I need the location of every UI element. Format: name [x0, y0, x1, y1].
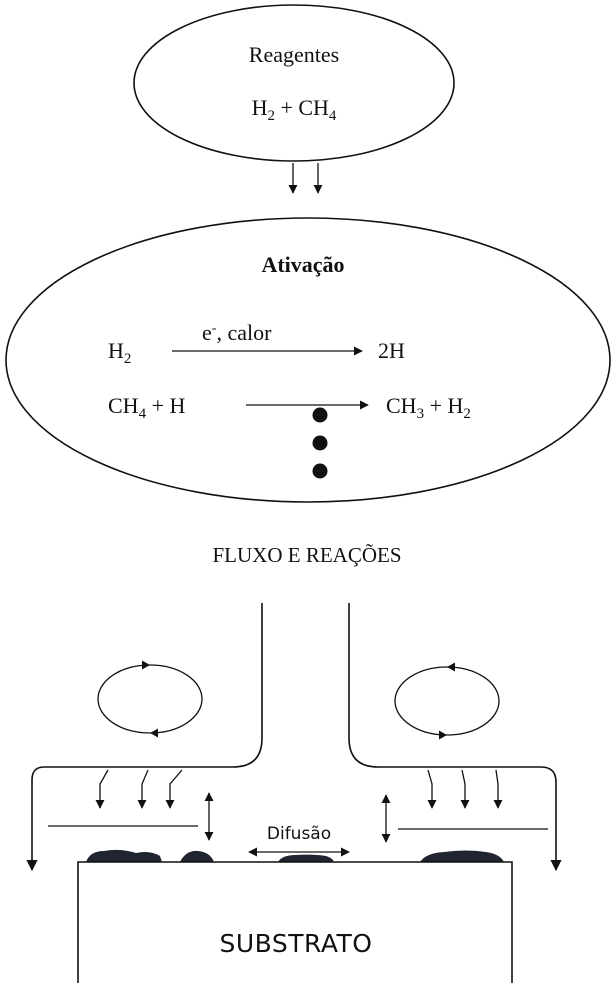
- inlet-wall-right: [348, 603, 562, 872]
- activation-title: Ativação: [261, 252, 344, 277]
- reaction2-reactants: CH4 + H: [108, 393, 185, 422]
- surface-deposits: [86, 849, 504, 862]
- recirculation-loop-right: [394, 662, 500, 740]
- reaction2-products: CH3 + H2: [386, 393, 471, 422]
- reaction1-reactant: H2: [108, 338, 131, 367]
- inlet-wall-left: [26, 603, 263, 872]
- ellipsis-dot-2: [312, 435, 328, 451]
- substrate-label: SUBSTRATO: [220, 929, 373, 958]
- reagents-box: Reagentes H2 + CH4: [133, 4, 455, 162]
- activation-box: Ativação H2 e-, calor 2H CH4 + H CH3 + H…: [5, 217, 611, 503]
- recirculation-loop-left: [97, 660, 203, 738]
- substrate-block: [77, 861, 513, 983]
- activation-ellipse: [5, 217, 611, 503]
- reaction1-product: 2H: [378, 338, 405, 363]
- ellipsis-dot-1: [312, 407, 328, 423]
- ellipsis-dot-3: [312, 463, 328, 479]
- flux-arrows-right: [427, 769, 503, 809]
- reagents-formula: H2 + CH4: [252, 95, 337, 124]
- diffusion-label: Difusão: [267, 824, 331, 844]
- reaction1-condition: e-, calor: [202, 320, 272, 345]
- flow-title: FLUXO E REAÇÕES: [212, 543, 401, 567]
- reagents-title: Reagentes: [249, 42, 339, 67]
- reagents-ellipse: [133, 4, 455, 162]
- flux-arrows-left: [95, 769, 183, 809]
